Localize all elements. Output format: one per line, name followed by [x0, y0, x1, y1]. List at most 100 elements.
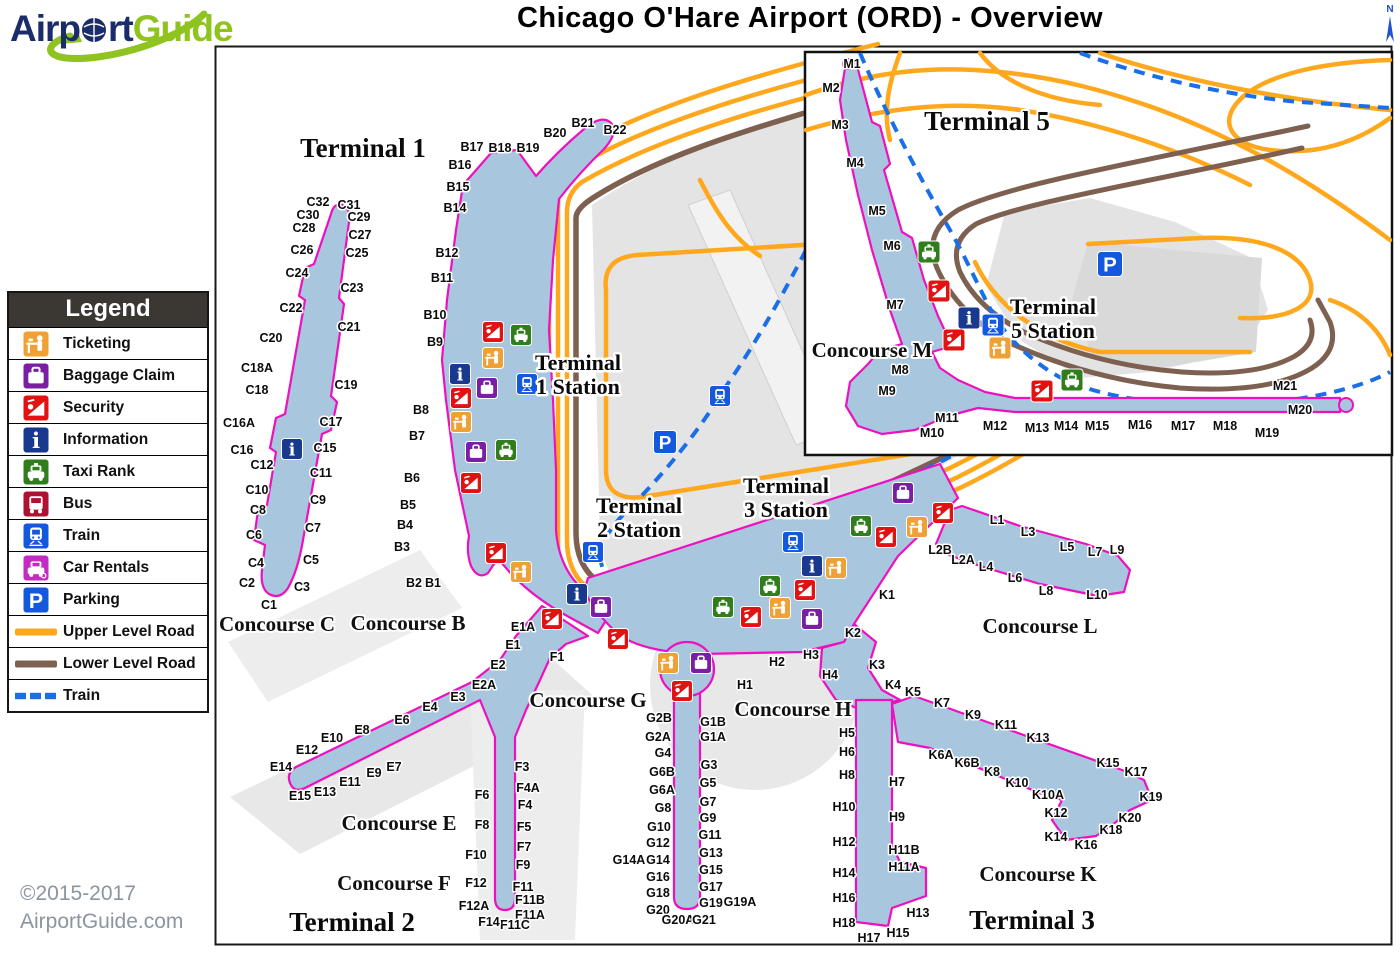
gate-label-B17: B17 — [461, 140, 484, 154]
security-icon — [875, 526, 897, 548]
gate-label-E13: E13 — [314, 785, 336, 799]
gate-label-K4: K4 — [885, 678, 901, 692]
gate-label-F14: F14 — [478, 915, 500, 929]
baggage-icon — [590, 596, 612, 618]
concourse-label: Concourse C — [219, 612, 335, 636]
gate-label-M18: M18 — [1213, 419, 1237, 433]
gate-label-L6: L6 — [1008, 571, 1023, 585]
baggage-icon — [476, 377, 498, 399]
gate-label-K7: K7 — [934, 696, 950, 710]
gate-label-C16: C16 — [231, 443, 254, 457]
logo-guide: Guide — [132, 8, 234, 49]
svg-text:i: i — [32, 428, 40, 453]
concourse-label: Concourse F — [337, 871, 451, 895]
gate-label-K19: K19 — [1140, 790, 1163, 804]
security-icon — [942, 328, 966, 352]
security-icon — [794, 579, 816, 601]
security-icon — [482, 321, 504, 343]
gate-label-E2A: E2A — [472, 678, 496, 692]
security-icon — [671, 680, 693, 702]
legend-item-label: Bus — [63, 494, 93, 512]
information-icon: i — [281, 438, 303, 460]
ticketing-icon — [657, 652, 679, 674]
gate-label-M1: M1 — [843, 57, 860, 71]
train-icon — [981, 313, 1005, 337]
gate-label-K6B: K6B — [954, 756, 979, 770]
gate-label-F11C: F11C — [500, 918, 530, 932]
information-icon: i — [449, 363, 471, 385]
gate-label-G13: G13 — [699, 846, 723, 860]
gate-label-H9: H9 — [889, 810, 905, 824]
gate-label-C27: C27 — [349, 228, 372, 242]
gate-label-H12: H12 — [833, 835, 856, 849]
taxi-icon — [1060, 368, 1084, 392]
gate-label-M8: M8 — [891, 363, 908, 377]
station-label: Terminal — [743, 473, 829, 498]
train-icon — [782, 531, 804, 553]
gate-label-M2: M2 — [822, 81, 839, 95]
gate-label-C6: C6 — [246, 528, 262, 542]
legend-item-label: Lower Level Road — [63, 654, 196, 672]
gate-label-M10: M10 — [920, 426, 944, 440]
concourse-label: Concourse M — [812, 338, 933, 362]
ticketing-icon — [510, 561, 532, 583]
ticketing-icon — [906, 516, 928, 538]
gate-label-M14: M14 — [1054, 419, 1078, 433]
gate-label-B22: B22 — [604, 123, 627, 137]
gate-label-H2: H2 — [769, 655, 785, 669]
gate-label-C19: C19 — [335, 378, 358, 392]
gate-label-K12: K12 — [1045, 806, 1068, 820]
legend-item-10: Lower Level Road — [9, 647, 207, 679]
gate-label-C20: C20 — [260, 331, 283, 345]
gate-label-F8: F8 — [475, 818, 490, 832]
gate-label-K1: K1 — [879, 588, 895, 602]
gate-label-E4: E4 — [422, 700, 437, 714]
gate-label-E1: E1 — [505, 638, 520, 652]
security-icon — [460, 472, 482, 494]
train-icon — [22, 522, 50, 549]
gate-label-F4: F4 — [518, 798, 533, 812]
gate-label-L10: L10 — [1086, 588, 1108, 602]
gate-label-M20: M20 — [1288, 403, 1312, 417]
gate-label-G1A: G1A — [700, 730, 726, 744]
gate-label-M12: M12 — [983, 419, 1007, 433]
gate-label-G6B: G6B — [649, 765, 675, 779]
gate-label-K16: K16 — [1075, 838, 1098, 852]
security-icon — [740, 606, 762, 628]
gate-label-G21: G21 — [692, 913, 716, 927]
gate-label-M21: M21 — [1273, 379, 1297, 393]
gate-label-L3: L3 — [1021, 525, 1036, 539]
gate-label-L4: L4 — [979, 560, 994, 574]
gate-label-G6A: G6A — [649, 783, 675, 797]
train-icon — [709, 385, 731, 407]
gate-label-B11: B11 — [431, 271, 453, 285]
legend-item-label: Upper Level Road — [63, 622, 195, 640]
gate-label-M7: M7 — [886, 298, 903, 312]
gate-label-H3: H3 — [803, 648, 819, 662]
gate-label-K11: K11 — [995, 718, 1017, 732]
concourse-label: Concourse L — [983, 614, 1098, 638]
legend-item-label: Baggage Claim — [63, 366, 175, 384]
gate-label-M9: M9 — [878, 384, 895, 398]
information-icon: i — [566, 583, 588, 605]
gate-label-B4: B4 — [397, 518, 413, 532]
gate-label-B21: B21 — [572, 116, 595, 130]
gate-label-F7: F7 — [517, 840, 532, 854]
gate-label-L5: L5 — [1060, 540, 1075, 554]
gate-label-K6A: K6A — [928, 748, 953, 762]
terminal-label: Terminal 3 — [969, 905, 1095, 935]
baggage-icon — [690, 652, 712, 674]
legend-item-6: Train — [9, 519, 207, 551]
gate-label-B7: B7 — [409, 429, 425, 443]
svg-text:P: P — [1103, 254, 1117, 277]
gate-label-C8: C8 — [250, 503, 266, 517]
page-title: Chicago O'Hare Airport (ORD) - Overview — [516, 2, 1104, 34]
north-label: N — [1386, 4, 1393, 15]
svg-text:P: P — [29, 588, 43, 612]
gate-label-C18A: C18A — [241, 361, 273, 375]
legend-item-4: Taxi Rank — [9, 455, 207, 487]
gate-label-F11B: F11B — [515, 893, 545, 907]
